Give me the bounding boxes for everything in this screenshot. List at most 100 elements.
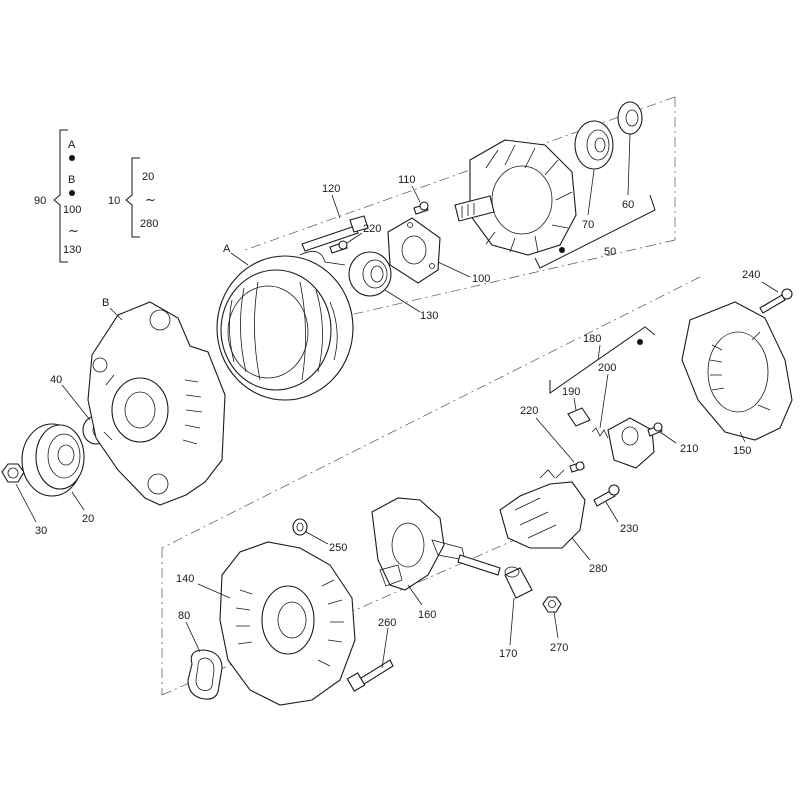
legend-label-90: 90 [34,195,46,207]
leader-130 [384,289,421,313]
holder-body [607,417,655,469]
legend-label-range-1: ~ [68,224,79,239]
retainer-plate [387,217,441,284]
brush-spring [591,427,609,439]
callout-180: 180 [583,333,601,345]
frame-140-bore [277,601,307,639]
rotor-50-shaft [454,195,495,222]
insulator-170-top [504,566,520,578]
pulley-20-hub [57,444,75,466]
rotor-assembly [454,139,577,256]
callout-140: 140 [176,573,194,585]
callout-280: 280 [589,563,607,575]
callout-30: 30 [35,525,47,537]
frame-b-bore [124,391,156,429]
leader-A [230,252,249,266]
terminal-bolt-shaft [457,554,501,576]
stud-120-head [349,215,369,233]
callout-190: 190 [562,386,580,398]
leader-80 [185,621,201,653]
frame-b-vents [103,374,203,445]
rectifier-assembly [499,469,586,549]
terminal-insulator-bolt [457,554,533,599]
bracket-180 [549,326,656,394]
slip-ring-end-frame [219,541,356,706]
front-bearing [348,251,392,297]
seal-80-outer [187,649,223,700]
nut-270-body [542,596,562,613]
holder-screw [647,422,663,437]
legend-bracket-group [53,129,140,263]
callout-70: 70 [582,219,594,231]
callout-170: 170 [499,648,517,660]
leader-40 [61,384,91,421]
frame-b-bearing-boss [111,377,169,443]
plate-100-hole-2 [429,263,435,269]
frame-140-vents [235,579,344,667]
callout-130: 130 [420,310,438,322]
screw-lower [569,461,585,473]
screw-210-head [653,422,663,432]
drive-end-frame [87,301,226,506]
bearing-130-race [362,259,388,289]
callout-150: 150 [733,445,751,457]
callout-120: 120 [322,183,340,195]
bearing-70-race [586,129,610,161]
callout-80: 80 [178,610,190,622]
rotor-50-face [491,165,553,235]
dot-marker-b [69,190,75,196]
brush-holder-plate [371,497,466,591]
pulley [21,423,85,497]
callout-50: 50 [604,246,616,258]
callout-labels: 120 110 220 100 130 70 60 50 A B 40 30 2… [35,174,760,660]
nut-270-bore [548,600,556,608]
cover-150-vents [709,331,771,411]
nut-30-bore [7,467,19,479]
leader-280 [571,537,591,561]
leader-B [109,307,123,321]
frame-140-boss [261,585,315,655]
plate-100-body [387,217,441,284]
legend-labels: 90 A B 100 ~ 130 10 20 ~ 280 [34,139,158,256]
dot-marker-regulator [637,339,643,345]
stator-a-core [220,269,332,391]
bolt-230-head [608,484,620,496]
bracket-50 [534,194,656,269]
screw-upper [329,240,348,254]
leader-20 [71,491,85,511]
legend-label-100: 100 [63,204,81,216]
rectifier-280-body [499,481,586,549]
callout-240: 240 [742,269,760,281]
legend-label-280: 280 [140,218,158,230]
screw-110-head [419,201,429,211]
callout-110: 110 [398,174,416,186]
callout-A: A [223,243,231,255]
callout-60: 60 [622,199,634,211]
terminal-stud [301,215,369,252]
rear-washer [617,101,643,135]
bearing-130-outer [348,251,392,297]
bolt-240-shaft [759,294,786,314]
callout-270: 270 [550,642,568,654]
cover-bolt [759,288,793,314]
pulley-20-face [35,424,85,490]
frame-b-ear-bottom [147,473,169,495]
leader-150 [739,431,746,443]
callout-260: 260 [378,617,396,629]
leader-30 [15,483,37,523]
washer-60-bore [625,109,639,127]
dot-marker-a [69,155,75,161]
leader-70 [587,169,595,216]
stator [216,250,354,401]
rectifier-280-detail [514,469,565,539]
plate-100-hole-1 [407,222,413,228]
callout-200: 200 [598,362,616,374]
regulator-group-bracket [549,326,656,394]
leader-220-upper [346,232,363,244]
boundary-lower-diagonal [161,276,701,549]
brush [567,407,591,427]
washer-60-outer [617,101,643,135]
stator-a-bore [227,285,309,379]
leader-100 [437,261,471,278]
rectifier-bolt [593,484,620,507]
